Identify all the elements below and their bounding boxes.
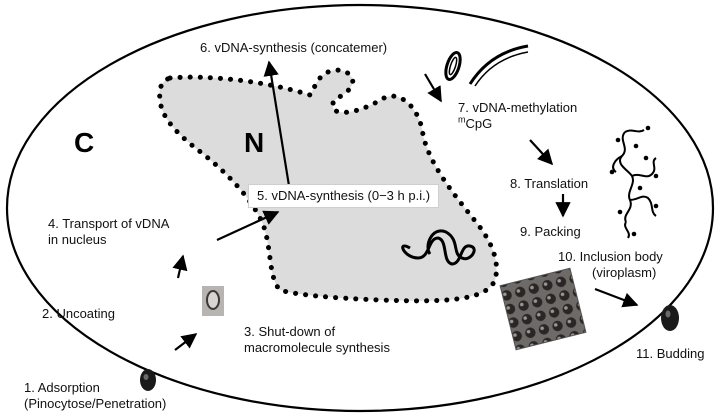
methylation-marks xyxy=(609,125,659,237)
step-2-label: 2. Uncoating xyxy=(42,306,115,321)
step-6-label: 6. vDNA-synthesis (concatemer) xyxy=(200,40,388,55)
viral-dna-squiggle xyxy=(401,229,476,266)
step-7-cpg: CpG xyxy=(465,116,493,131)
step-7-label: 7. vDNA-methylation mCpG xyxy=(458,100,577,132)
arrow-transport-to-nucleus xyxy=(216,210,280,241)
arrow-synthesis-to-concatemer xyxy=(263,60,292,193)
methylated-dna-figure xyxy=(612,129,657,239)
nucleus-label: N xyxy=(244,127,265,158)
step-1-label: 1. Adsorption (Pinocytose/Penetration) xyxy=(24,380,166,412)
arrow-methylation-to-translation xyxy=(529,139,554,166)
arrow-inclusion-to-budding xyxy=(594,287,639,308)
step-10-line1: 10. Inclusion body xyxy=(558,249,663,264)
adsorbing-virion xyxy=(140,369,156,391)
concatemer-circle-inner xyxy=(448,56,458,76)
concatemer-arc xyxy=(468,44,529,85)
step-1-line2: (Pinocytose/Penetration) xyxy=(24,396,167,411)
step-5-label: 5. vDNA-synthesis (0−3 h p.i.) xyxy=(248,184,440,208)
step-10-label: 10. Inclusion body (viroplasm) xyxy=(558,249,663,281)
arrow-concatemer-to-methylation xyxy=(424,73,442,103)
step-11-label: 11. Budding xyxy=(636,346,705,361)
step-4-line1: 4. Transport of vDNA xyxy=(48,216,170,231)
step-7-line2: mCpG xyxy=(458,114,577,132)
step-3-line2: macromolecule synthesis xyxy=(244,340,390,355)
arrow-adsorption-to-uncoating xyxy=(174,333,198,351)
step-10-line2: (viroplasm) xyxy=(592,265,657,280)
concatemer-arc-inner xyxy=(474,51,529,87)
cytoplasm-label: C xyxy=(74,127,95,158)
step-1-line1: 1. Adsorption xyxy=(24,380,100,395)
step-4-line2: in nucleus xyxy=(48,232,107,247)
step-7-line1: 7. vDNA-methylation xyxy=(458,100,578,115)
arrow-uncoating-to-transport xyxy=(172,254,188,279)
step-3-line1: 3. Shut-down of xyxy=(244,324,336,339)
step-8-label: 8. Translation xyxy=(510,176,589,191)
uncoating-particle xyxy=(202,286,224,316)
concatemer-circle xyxy=(444,51,462,81)
step-9-label: 9. Packing xyxy=(520,224,581,239)
inclusion-body-micrograph xyxy=(499,267,587,351)
step-4-label: 4. Transport of vDNA in nucleus xyxy=(48,216,169,248)
budding-virion xyxy=(661,305,679,331)
step-7-superscript: m xyxy=(458,114,466,125)
step-3-label: 3. Shut-down of macromolecule synthesis xyxy=(244,324,390,356)
